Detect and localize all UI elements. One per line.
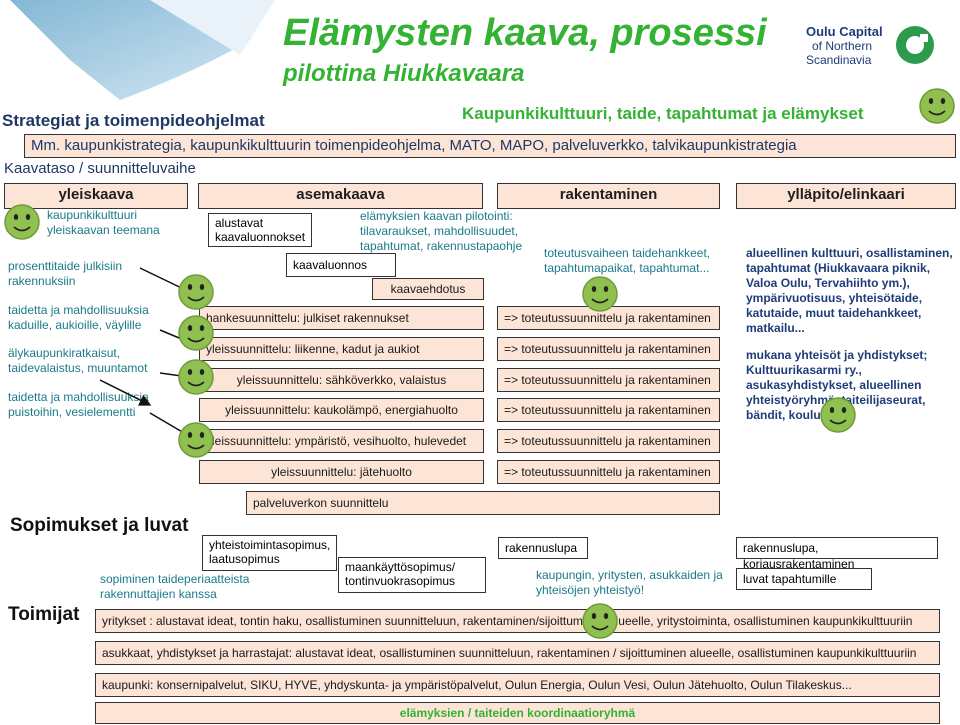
koordinaatio-row: elämyksien / taiteiden koordinaatioryhmä [95, 702, 940, 724]
plan-row-6: yleissuunnittelu: jätehuolto [199, 460, 484, 484]
column-asemakaava: asemakaava [198, 183, 483, 209]
kaupungin-note: kaupungin, yritysten, asukkaiden ja yhte… [536, 568, 723, 597]
page-subtitle: pilottina Hiukkavaara [283, 60, 525, 87]
smiley-icon [4, 204, 40, 240]
oulu-logo-icon [896, 26, 934, 64]
page-title: Elämysten kaava, prosessi [283, 12, 767, 54]
yllapito-note-2: mukana yhteisöt ja yhdistykset; Kulttuur… [746, 348, 928, 422]
pilot-note: elämyksien kaavan pilotointi: tilavarauk… [360, 209, 523, 253]
sopimukset-label: Sopimukset ja luvat [10, 515, 189, 536]
note-smart: älykaupunkiratkaisut, taidevalaistus, mu… [8, 346, 148, 375]
yritykset-row: yritykset : alustavat ideat, tontin haku… [95, 609, 940, 633]
alustavat-box: alustavat kaavaluonnokset [208, 213, 312, 247]
toteutus-row-4: => toteutussuunnittelu ja rakentaminen [497, 398, 720, 422]
arrow-percent [139, 267, 198, 296]
kaavaehdotus-box: kaavaehdotus [372, 278, 484, 300]
smiley-icon [178, 274, 214, 310]
strategy-label: Strategiat ja toimenpideohjelmat [2, 111, 265, 130]
column-rakentaminen: rakentaminen [497, 183, 720, 209]
rakennuslupa-box: rakennuslupa [498, 537, 588, 559]
rakentaminen-note: toteutusvaiheen taidehankkeet, tapahtuma… [544, 246, 711, 275]
plan-row-5: yleissuunnittelu: ympäristö, vesihuolto,… [199, 429, 484, 453]
plan-row-2: yleissuunnittelu: liikenne, kadut ja auk… [199, 337, 484, 361]
column-yleiskaava: yleiskaava [4, 183, 188, 209]
header-decoration [10, 0, 275, 100]
smiley-icon [919, 88, 955, 124]
yhteistoiminta-box: yhteistoimintasopimus, laatusopimus [202, 535, 337, 571]
toteutus-row-3: => toteutussuunnittelu ja rakentaminen [497, 368, 720, 392]
toimijat-label: Toimijat [8, 604, 80, 625]
plan-row-1: hankesuunnittelu: julkiset rakennukset [199, 306, 484, 330]
culture-label: Kaupunkikulttuuri, taide, tapahtumat ja … [462, 104, 864, 123]
note-streets: taidetta ja mahdollisuuksia kaduille, au… [8, 303, 149, 332]
level-label: Kaavataso / suunnitteluvaihe [4, 160, 196, 177]
note-theme: kaupunkikulttuuri yleiskaavan teemana [47, 208, 160, 237]
oulu-logo: Oulu Capital of Northern Scandinavia [806, 24, 936, 74]
toteutus-row-2: => toteutussuunnittelu ja rakentaminen [497, 337, 720, 361]
column-yllapito: ylläpito/elinkaari [736, 183, 956, 209]
note-parks: taidetta ja mahdollisuuksia puistoihin, … [8, 390, 149, 419]
luvat-box: luvat tapahtumille [736, 568, 872, 590]
plan-row-3: yleissuunnittelu: sähköverkko, valaistus [199, 368, 484, 392]
rakennuslupa2-box: rakennuslupa, korjausrakentaminen [736, 537, 938, 571]
asukkaat-row: asukkaat, yhdistykset ja harrastajat: al… [95, 641, 940, 665]
plan-row-4: yleissuunnittelu: kaukolämpö, energiahuo… [199, 398, 484, 422]
note-percent: prosenttitaide julkisiin rakennuksiin [8, 259, 123, 288]
toteutus-row-5: => toteutussuunnittelu ja rakentaminen [497, 429, 720, 453]
strategy-box: Mm. kaupunkistrategia, kaupunkikulttuuri… [24, 134, 956, 158]
toteutus-row-6: => toteutussuunnittelu ja rakentaminen [497, 460, 720, 484]
kaavaluonnos-box: kaavaluonnos [286, 253, 396, 277]
maankaytto-box: maankäyttösopimus/ tontinvuokrasopimus [338, 557, 486, 593]
palveluverkko-box: palveluverkon suunnittelu [246, 491, 720, 515]
taideperiaatteet-note: sopiminen taideperiaatteista rakennuttaj… [100, 572, 250, 601]
yllapito-note-1: alueellinen kulttuuri, osallistaminen, t… [746, 246, 953, 335]
toteutus-row-1: => toteutussuunnittelu ja rakentaminen [497, 306, 720, 330]
kaupunki-row: kaupunki: konsernipalvelut, SIKU, HYVE, … [95, 673, 940, 697]
